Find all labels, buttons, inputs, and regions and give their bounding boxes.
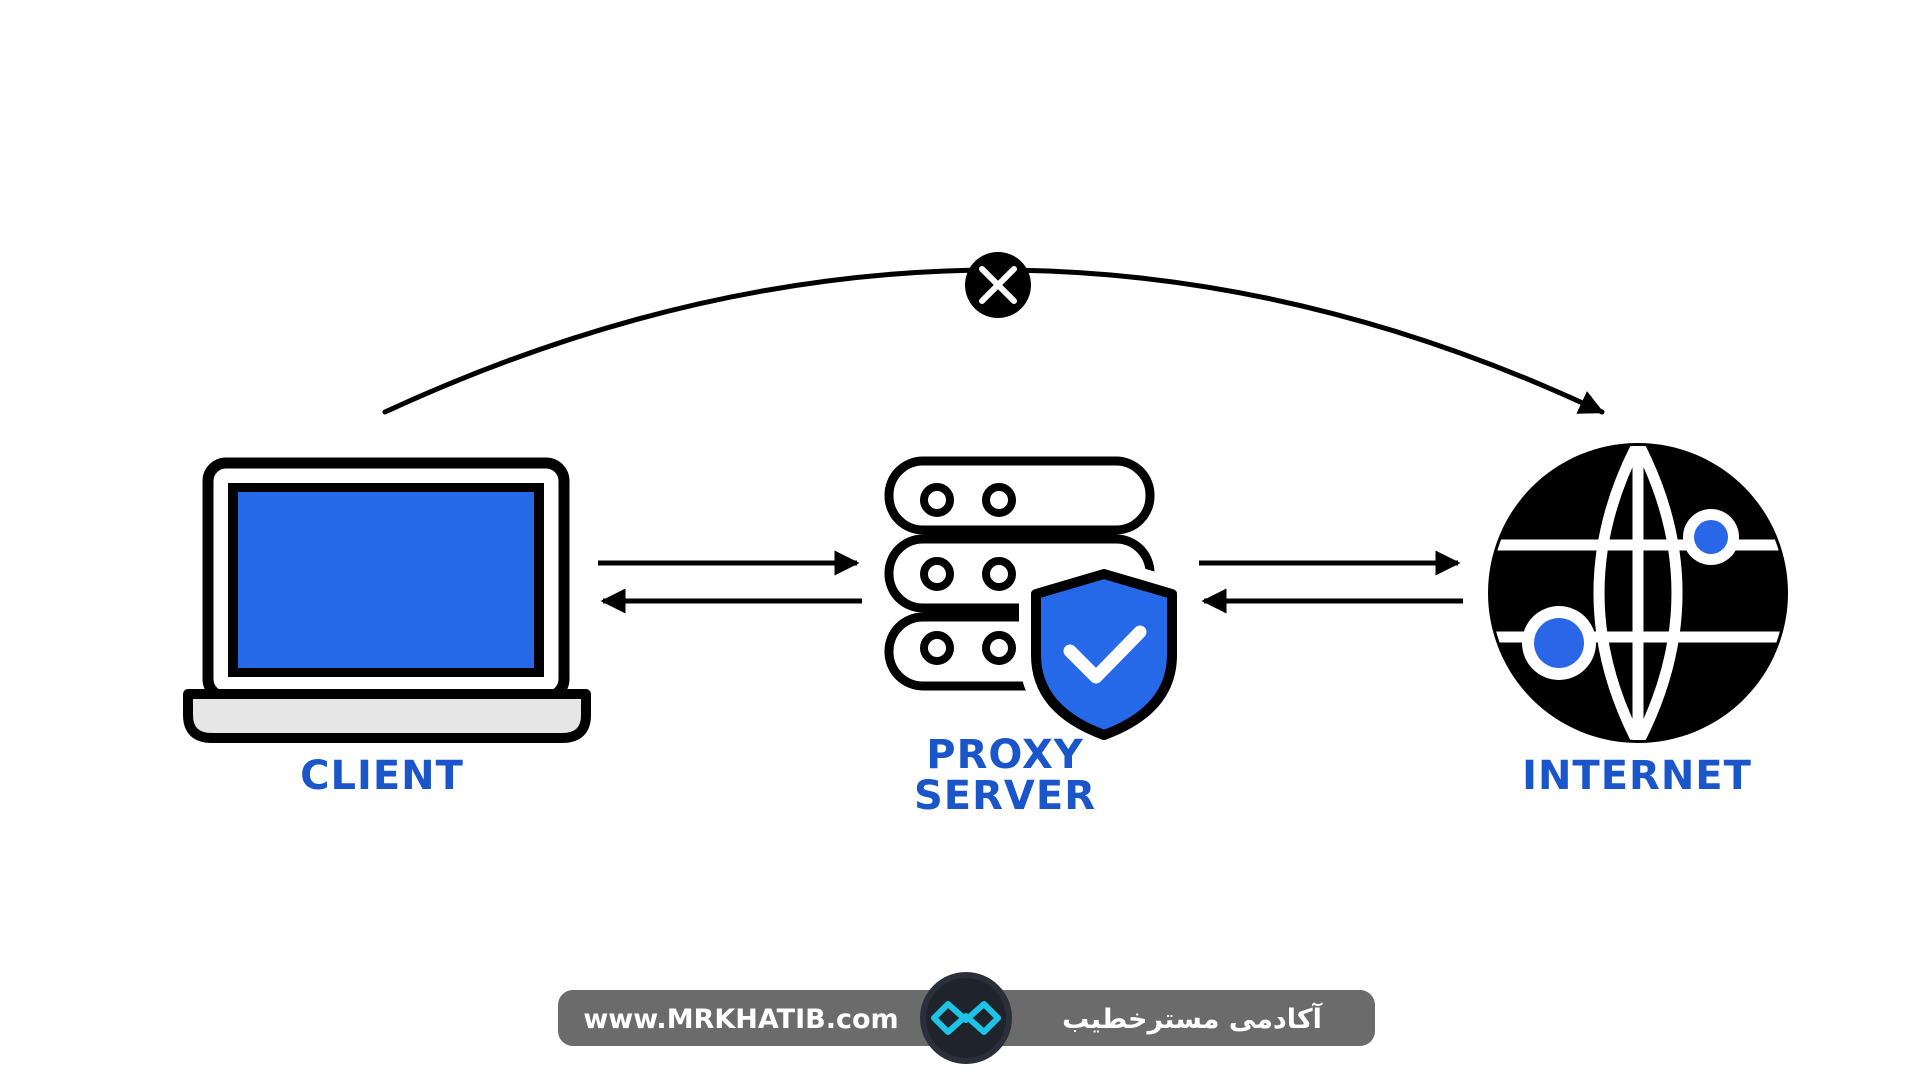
footer-website: www.MRKHATIB.com — [583, 1004, 898, 1035]
x-mark-icon — [965, 252, 1031, 318]
proxy-label-line2: SERVER — [914, 773, 1096, 819]
globe-icon — [1488, 443, 1788, 743]
client-proxy-arrows — [598, 550, 862, 614]
client-label: CLIENT — [300, 753, 464, 799]
proxy-internet-arrows — [1199, 550, 1463, 614]
internet-label: INTERNET — [1522, 753, 1752, 799]
footer-brand-name: آکادمی مسترخطیب — [1062, 1002, 1323, 1035]
proxy-label-line1: PROXY — [926, 732, 1084, 778]
shield-check-icon — [1019, 557, 1189, 753]
laptop-icon — [183, 457, 591, 743]
infinity-logo-icon — [920, 972, 1012, 1064]
